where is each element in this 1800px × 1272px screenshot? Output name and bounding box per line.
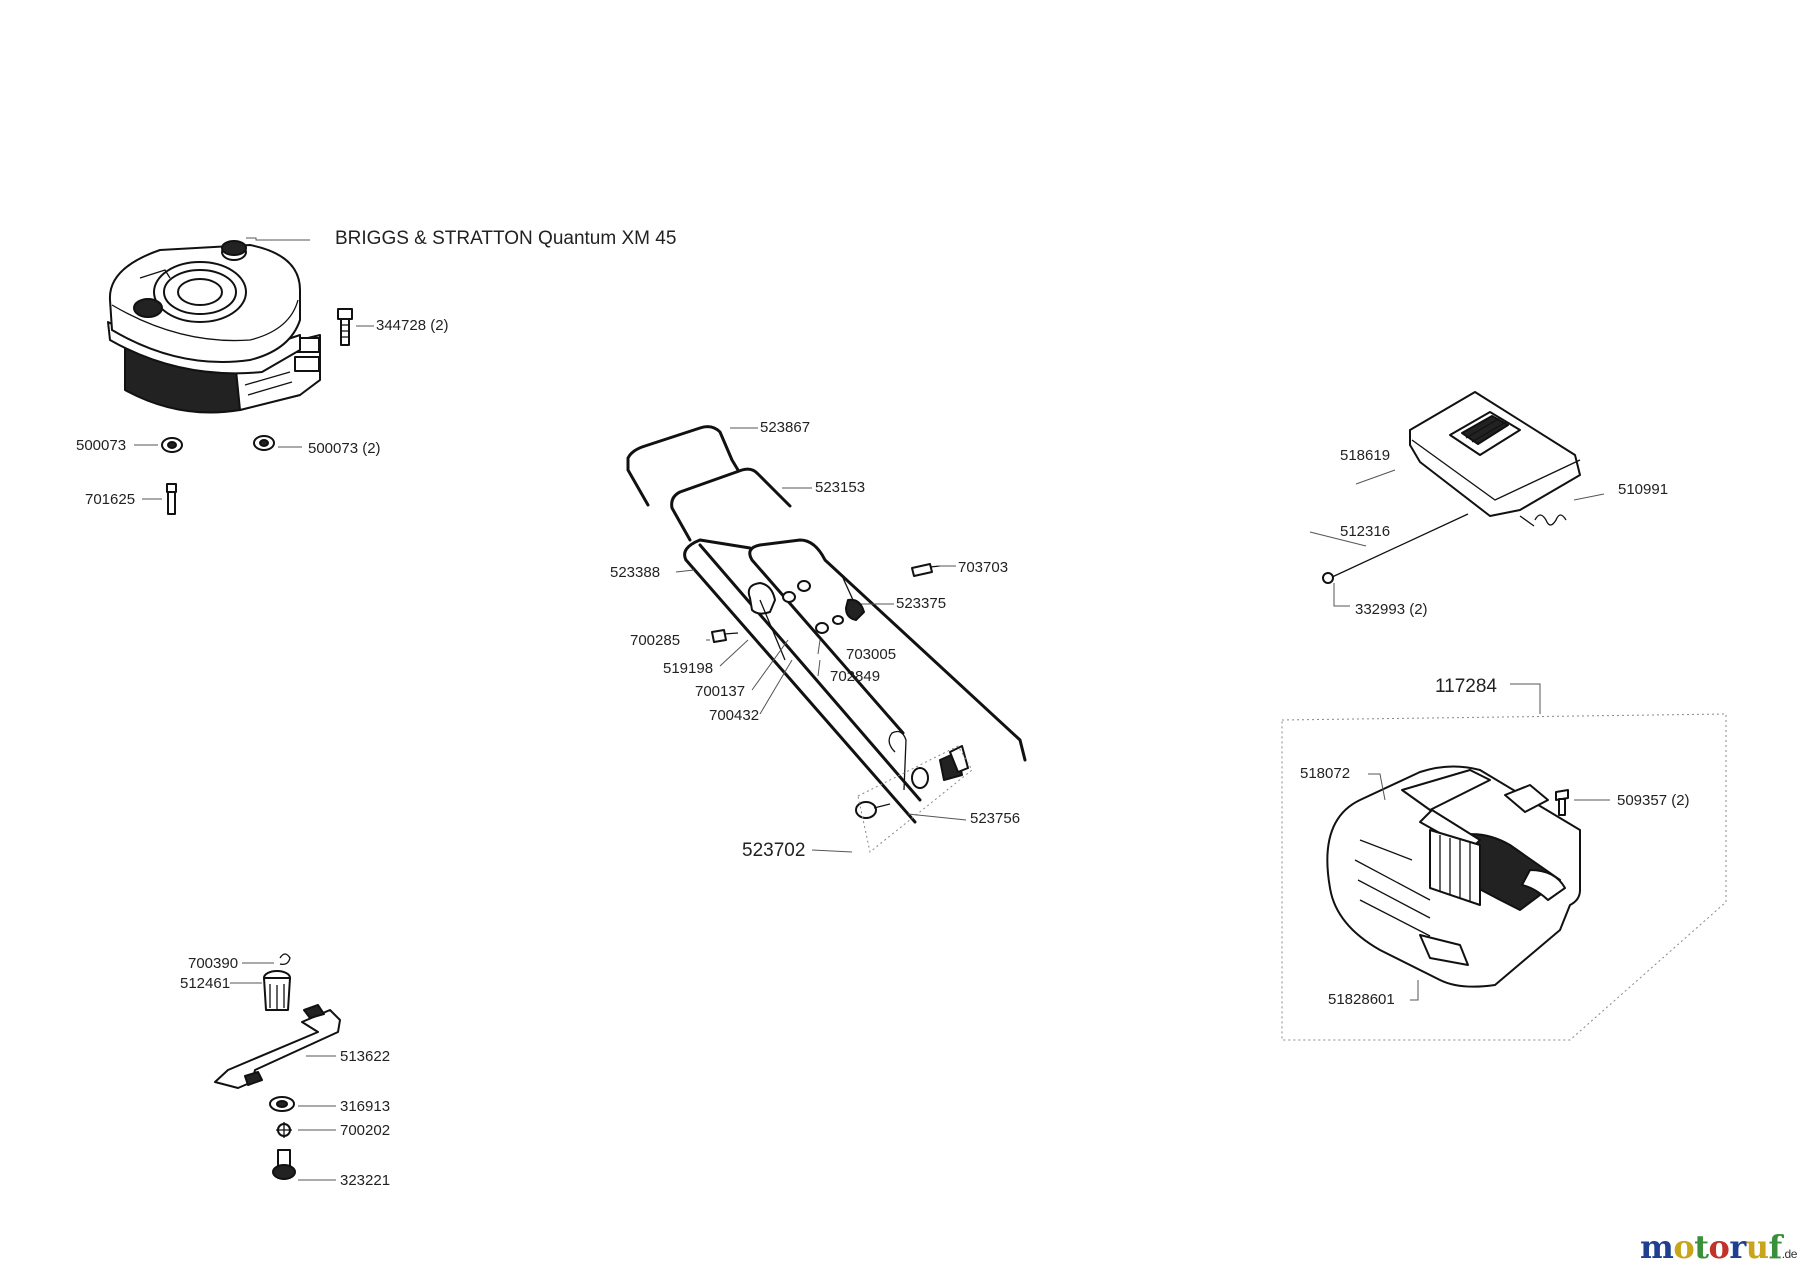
- label-700432: 700432: [709, 707, 760, 724]
- brand-letter: m: [1640, 1228, 1674, 1266]
- label-512461: 512461: [180, 975, 231, 992]
- label-700285: 700285: [630, 632, 681, 649]
- nut-500073-b: [253, 435, 302, 451]
- label-523756: 523756: [970, 810, 1021, 827]
- brand-letter: o: [1673, 1228, 1695, 1266]
- motoruf-logo[interactable]: motoruf.de: [1640, 1228, 1797, 1266]
- label-117284: 117284: [1435, 676, 1497, 697]
- bolt-701625: [142, 483, 177, 515]
- blade-assembly-illustration: [214, 953, 341, 1181]
- handle-assembly-illustration: [626, 425, 1027, 853]
- bolt-344728: [337, 308, 374, 346]
- label-523702: 523702: [742, 840, 806, 861]
- label-51828601: 51828601: [1328, 991, 1395, 1008]
- label-703005: 703005: [846, 646, 897, 663]
- brand-letter: f: [1768, 1228, 1782, 1266]
- label-513622: 513622: [340, 1048, 391, 1065]
- engine-illustration: [107, 237, 321, 414]
- label-512316: 512316: [1340, 523, 1391, 540]
- label-316913: 316913: [340, 1098, 391, 1115]
- label-332993: 332993 (2): [1355, 601, 1428, 618]
- label-523867: 523867: [760, 419, 811, 436]
- label-500073-b: 500073 (2): [308, 440, 381, 457]
- label-500073-a: 500073: [76, 437, 127, 454]
- label-703703: 703703: [958, 559, 1009, 576]
- label-509357: 509357 (2): [1617, 792, 1690, 809]
- grass-collector-illustration: [1281, 683, 1727, 1041]
- label-510991: 510991: [1618, 481, 1669, 498]
- brand-letter: r: [1729, 1228, 1746, 1266]
- brand-letter: u: [1745, 1228, 1769, 1266]
- engine-title: BRIGGS & STRATTON Quantum XM 45: [335, 228, 677, 249]
- label-700390: 700390: [188, 955, 239, 972]
- brand-letter: o: [1708, 1228, 1730, 1266]
- label-323221: 323221: [340, 1172, 391, 1189]
- nut-500073-a: [134, 437, 183, 453]
- label-700137: 700137: [695, 683, 746, 700]
- label-344728: 344728 (2): [376, 317, 449, 334]
- label-702849: 702849: [830, 668, 881, 685]
- brand-wordmark: motoruf: [1640, 1228, 1782, 1266]
- rear-flap-illustration: [1309, 391, 1605, 607]
- label-523153: 523153: [815, 479, 866, 496]
- label-518619: 518619: [1340, 447, 1391, 464]
- brand-letter: t: [1694, 1228, 1709, 1266]
- label-519198: 519198: [663, 660, 714, 677]
- label-700202: 700202: [340, 1122, 391, 1139]
- brand-suffix: .de: [1781, 1247, 1798, 1261]
- label-523388: 523388: [610, 564, 661, 581]
- label-701625: 701625: [85, 491, 136, 508]
- label-518072: 518072: [1300, 765, 1351, 782]
- label-523375: 523375: [896, 595, 947, 612]
